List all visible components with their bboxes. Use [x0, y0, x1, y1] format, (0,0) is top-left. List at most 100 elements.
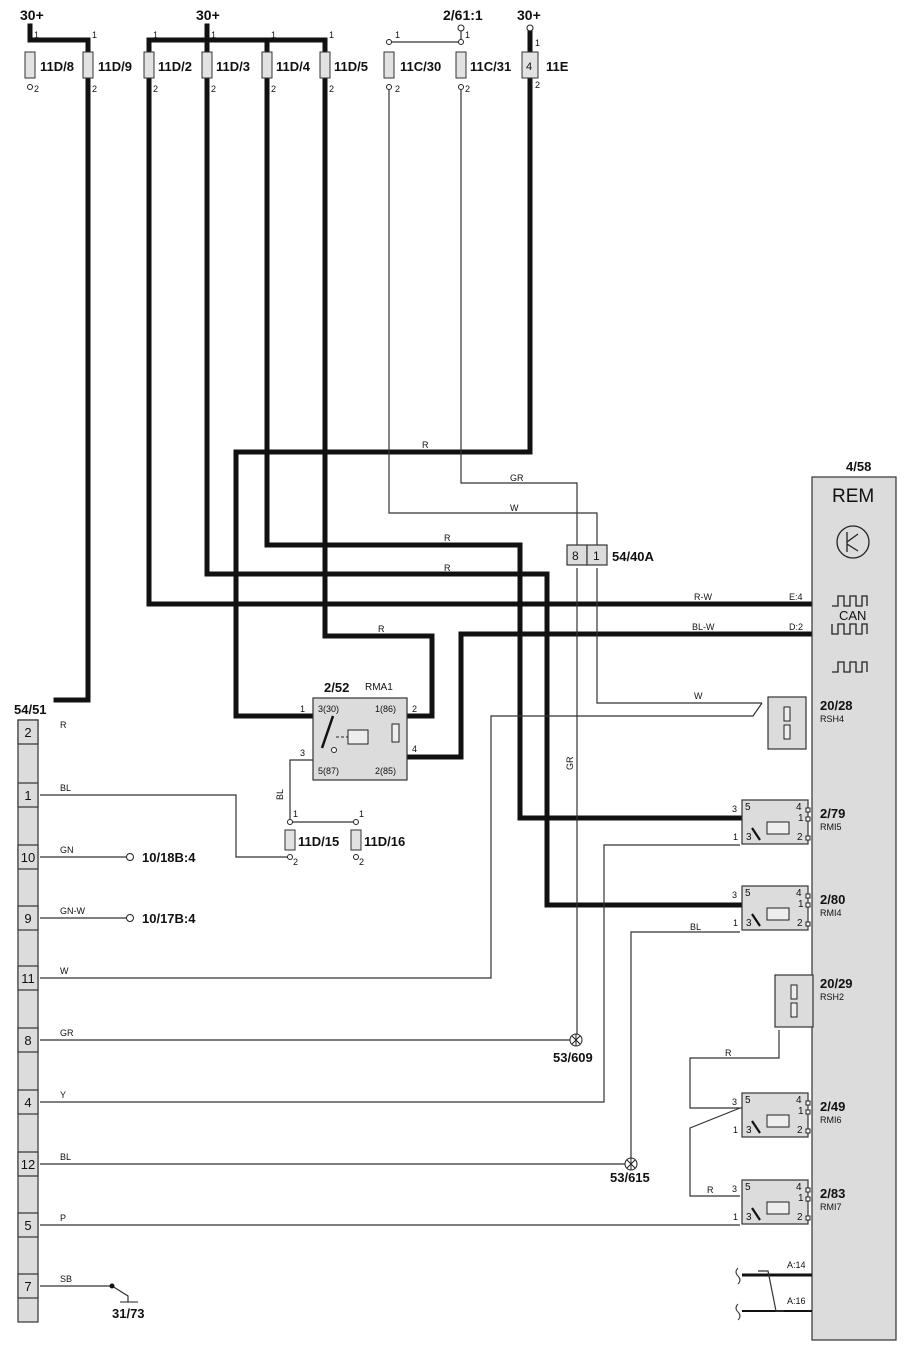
wire-w-pin11 — [40, 702, 763, 979]
svg-text:1(86): 1(86) — [375, 704, 396, 714]
fuse-row — [24, 24, 539, 90]
svg-text:4: 4 — [796, 1182, 802, 1193]
wire-bl-11d15 — [40, 794, 290, 858]
wire-bl-relay — [289, 759, 315, 822]
svg-text:3: 3 — [746, 1212, 752, 1223]
svg-text:2: 2 — [24, 725, 31, 740]
wire-r-11e — [233, 27, 533, 719]
wire-r-11d3 — [204, 37, 763, 908]
thick-wires — [27, 23, 815, 908]
svg-text:1: 1 — [92, 30, 97, 40]
svg-text:3: 3 — [300, 748, 305, 758]
svg-text:1: 1 — [24, 788, 31, 803]
svg-text:A:16: A:16 — [787, 1296, 806, 1306]
can-signal-icon — [831, 623, 868, 635]
svg-text:R: R — [725, 1048, 732, 1058]
svg-text:9: 9 — [24, 911, 31, 926]
svg-text:4/58: 4/58 — [846, 459, 871, 474]
svg-text:2: 2 — [797, 918, 803, 929]
fuse-11d9 — [82, 51, 94, 79]
svg-text:2/83: 2/83 — [820, 1186, 845, 1201]
svg-text:2: 2 — [465, 84, 470, 94]
wire-color-label: Y — [60, 1090, 66, 1100]
fuse-label: 11C/31 — [470, 59, 511, 74]
connector-pin: 9 GN-W — [17, 905, 85, 931]
svg-text:2: 2 — [797, 1212, 803, 1223]
svg-text:1: 1 — [395, 30, 400, 40]
svg-text:3: 3 — [732, 890, 737, 900]
fuse-11d5 — [319, 51, 331, 79]
supply-label: 30+ — [20, 7, 44, 23]
svg-text:RMA1: RMA1 — [365, 682, 393, 693]
fuse-11d16 — [350, 829, 362, 851]
destination-label: 10/17B:4 — [142, 911, 196, 926]
svg-text:W: W — [510, 503, 519, 513]
fuse-11d3 — [201, 51, 213, 79]
wire-blw — [393, 631, 815, 760]
wire-gr-11c31 — [460, 90, 578, 547]
svg-text:1: 1 — [733, 1212, 738, 1222]
svg-text:20/29: 20/29 — [820, 976, 853, 991]
svg-text:R: R — [378, 624, 385, 634]
wire-color-label: R — [60, 720, 67, 730]
transistor-icon — [836, 525, 870, 559]
svg-text:11: 11 — [21, 971, 35, 986]
svg-text:2: 2 — [271, 84, 276, 94]
thin-wires — [40, 28, 780, 1302]
svg-text:5: 5 — [24, 1218, 31, 1233]
svg-text:3: 3 — [746, 1125, 752, 1136]
svg-text:2/52: 2/52 — [324, 680, 349, 695]
svg-text:53/609: 53/609 — [553, 1050, 593, 1065]
svg-text:GR: GR — [565, 756, 575, 770]
svg-text:1: 1 — [359, 809, 364, 819]
svg-text:CAN: CAN — [839, 608, 866, 623]
svg-text:BL: BL — [690, 922, 701, 932]
svg-text:BL-W: BL-W — [692, 622, 715, 632]
svg-text:1: 1 — [798, 1106, 804, 1117]
svg-text:54/51: 54/51 — [14, 702, 47, 717]
fuse-label: 11D/4 — [276, 59, 311, 74]
wire-w-rsh4 — [596, 568, 762, 704]
signal-icon — [832, 661, 868, 673]
wire-rw — [146, 37, 815, 607]
wire-color-label: GN-W — [60, 906, 85, 916]
fuse-11e — [521, 51, 539, 79]
svg-text:5: 5 — [745, 802, 751, 813]
fuse-11c31 — [455, 51, 467, 79]
svg-text:5: 5 — [745, 1182, 751, 1193]
svg-text:2: 2 — [412, 704, 417, 714]
svg-text:10: 10 — [21, 850, 35, 865]
svg-text:R: R — [444, 563, 451, 573]
fuse-label: 11D/15 — [298, 834, 339, 849]
supply-label: 30+ — [196, 7, 220, 23]
svg-text:R: R — [422, 440, 429, 450]
svg-text:1: 1 — [34, 30, 39, 40]
svg-text:4: 4 — [796, 1095, 802, 1106]
svg-text:5: 5 — [745, 888, 751, 899]
svg-text:D:2: D:2 — [789, 622, 803, 632]
relay-2-52: 2/52 RMA1 3(30) 1(86) 5(87) 2(85) 1 2 3 … — [300, 680, 417, 781]
ground-label: 31/73 — [112, 1306, 145, 1321]
svg-text:BL: BL — [275, 789, 285, 800]
svg-text:53/615: 53/615 — [610, 1170, 650, 1185]
svg-text:GR: GR — [510, 473, 524, 483]
fuse-label: 11E — [546, 59, 569, 74]
destination-label: 10/18B:4 — [142, 850, 196, 865]
svg-text:A:14: A:14 — [787, 1260, 806, 1270]
splice-53-615: 53/615 — [610, 1157, 650, 1185]
svg-text:5: 5 — [745, 1095, 751, 1106]
svg-text:R: R — [444, 533, 451, 543]
svg-text:3: 3 — [732, 1097, 737, 1107]
svg-text:2/79: 2/79 — [820, 806, 845, 821]
